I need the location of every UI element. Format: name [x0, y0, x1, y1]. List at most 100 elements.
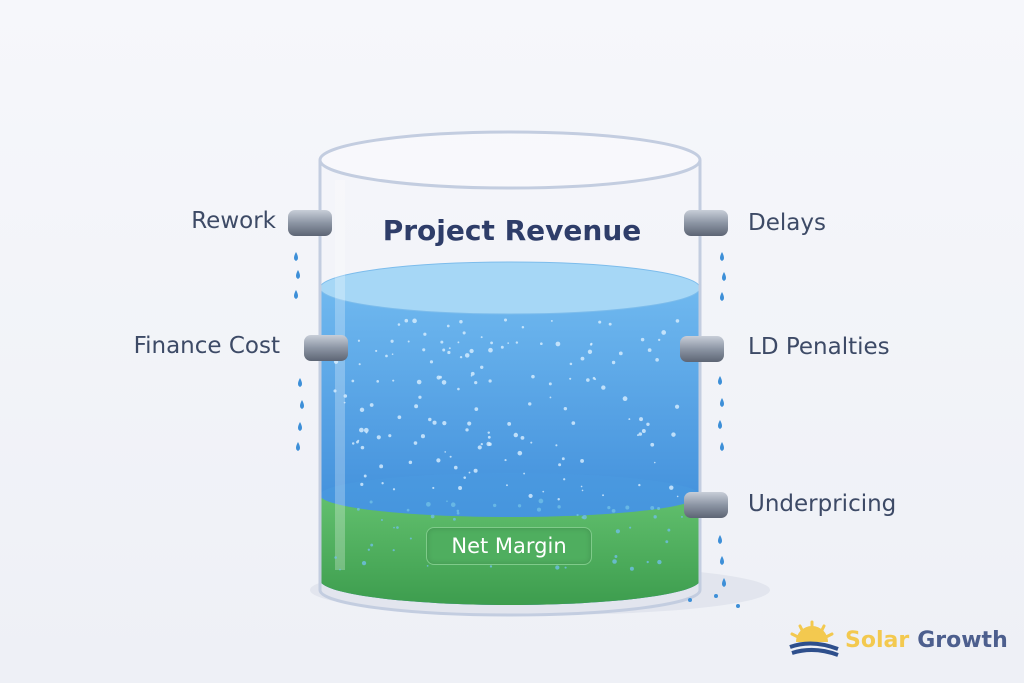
bubble [416, 379, 422, 385]
bubble [614, 555, 618, 558]
bubble [653, 515, 657, 519]
bubble [611, 360, 616, 365]
bubble [538, 498, 544, 504]
bubble [367, 548, 370, 551]
bubble [625, 505, 630, 510]
bubble [515, 341, 519, 344]
bubble [458, 486, 463, 490]
bubble [376, 380, 380, 383]
bubble [379, 464, 384, 469]
bubble [359, 427, 364, 433]
bubble [465, 428, 469, 432]
bubble [646, 560, 649, 564]
bubble [439, 375, 442, 379]
bubble [470, 371, 475, 376]
brand-logo: Solar Growth [787, 620, 1008, 660]
bubble [397, 415, 402, 420]
bubble [592, 376, 596, 380]
bubble [640, 337, 645, 342]
bubble [351, 379, 355, 383]
bubble [587, 349, 593, 354]
pipes [288, 210, 740, 608]
bubble [655, 358, 659, 362]
bubble [580, 459, 584, 463]
bubble [369, 500, 373, 504]
bubble [407, 340, 410, 343]
bubble [444, 451, 447, 453]
bubble [489, 565, 493, 568]
bubble [462, 331, 466, 335]
bubble [343, 401, 346, 404]
brand-word-solar: Solar [845, 627, 910, 653]
bubble [360, 482, 364, 486]
bubble [517, 504, 522, 508]
bubble [569, 362, 573, 366]
brand-word-growth: Growth [917, 627, 1008, 653]
bubble [477, 445, 482, 450]
bubble [488, 379, 492, 383]
bubble [488, 442, 492, 446]
bubble [586, 378, 590, 382]
bubble [507, 342, 510, 344]
bubble [611, 508, 616, 513]
bubble [563, 478, 566, 481]
bubble [549, 396, 552, 399]
bubble [480, 336, 483, 339]
bubble [358, 363, 361, 366]
bubble [558, 463, 562, 467]
bubble [423, 332, 427, 336]
bubble [339, 568, 341, 571]
bubble [653, 461, 656, 464]
bubble [459, 355, 463, 359]
bubble [506, 484, 508, 487]
bubble [615, 529, 620, 534]
bubble [467, 421, 472, 426]
bubble [408, 460, 413, 465]
bubble [447, 350, 451, 355]
bubble [555, 341, 561, 347]
pipe-ld-penalties [680, 336, 724, 451]
bubble [450, 502, 456, 508]
bubble [414, 404, 419, 409]
bubble [426, 565, 429, 567]
bubble [580, 485, 583, 488]
water-surface [319, 261, 701, 315]
bubble [474, 381, 478, 385]
bubble [413, 441, 418, 445]
bubble [381, 482, 384, 485]
bubble [456, 509, 460, 513]
leak-label-rework: Rework [191, 208, 276, 234]
bubble [657, 559, 662, 565]
bubble [432, 420, 437, 425]
bubble [521, 325, 525, 329]
bubble [396, 526, 399, 529]
bubble [459, 320, 463, 324]
bubble [440, 340, 444, 344]
bubble [357, 439, 360, 442]
bubble [646, 422, 650, 426]
bubble [390, 339, 394, 343]
bubble [426, 501, 431, 507]
bubble [548, 382, 552, 386]
bubble [334, 556, 337, 559]
bubble [563, 406, 568, 411]
bubble [492, 503, 497, 508]
bubble [429, 360, 434, 364]
bubble [473, 468, 478, 473]
bubble [650, 442, 655, 447]
bubble [357, 339, 361, 342]
bubble [523, 472, 526, 475]
bubble [638, 432, 643, 436]
bubble [397, 323, 401, 326]
pipe-delays [684, 210, 728, 301]
bubble [360, 445, 365, 450]
bubble [667, 528, 671, 532]
leak-label-underpricing: Underpricing [748, 491, 897, 517]
bubble [582, 514, 587, 520]
bubble [356, 507, 360, 511]
bubble [503, 318, 508, 322]
bubble [641, 429, 646, 433]
bubble [380, 518, 383, 521]
bubble [442, 421, 447, 426]
